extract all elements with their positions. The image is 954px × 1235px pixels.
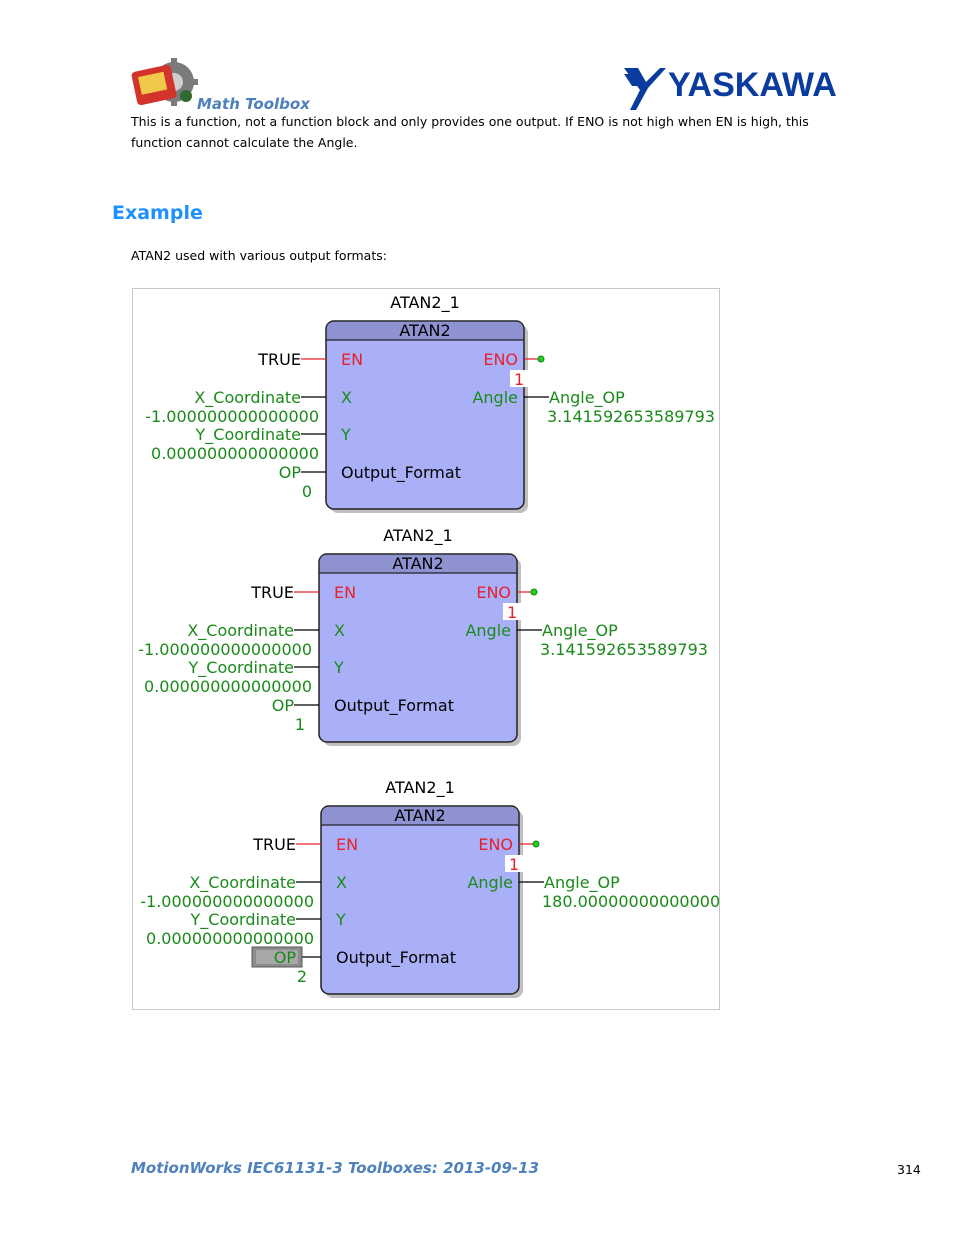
pin-angle: Angle xyxy=(472,388,518,407)
pin-output-format: Output_Format xyxy=(336,948,456,968)
section-title: Math Toolbox xyxy=(197,95,310,113)
pin-output-format: Output_Format xyxy=(334,696,454,716)
op-selection-inner xyxy=(256,950,298,964)
pin-angle: Angle xyxy=(467,873,513,892)
pin-y: Y xyxy=(340,425,351,444)
intro-paragraph: This is a function, not a function block… xyxy=(131,111,831,153)
eno-status-dot xyxy=(532,840,540,848)
eno-count-box xyxy=(505,855,523,872)
eno-status-dot xyxy=(537,355,545,363)
block-type: ATAN2 xyxy=(392,554,443,573)
block-header xyxy=(322,807,518,825)
input-op-value: 1 xyxy=(295,715,305,734)
eno-status-dot xyxy=(530,588,538,596)
pin-eno: ENO xyxy=(478,835,513,854)
atan2-diagrams: ATAN2_1ATAN2ENTRUEXX_Coordinate-1.000000… xyxy=(138,293,721,998)
output-angle-variable: Angle_OP xyxy=(542,621,618,641)
pin-eno: ENO xyxy=(476,583,511,602)
output-angle-value: 180.000000000000000 xyxy=(542,892,721,911)
pin-en: EN xyxy=(341,350,363,369)
input-op-variable: OP xyxy=(274,948,297,967)
example-caption: ATAN2 used with various output formats: xyxy=(131,248,387,263)
input-x-variable: X_Coordinate xyxy=(194,388,301,408)
output-angle-value: 3.141592653589793 xyxy=(540,640,708,659)
input-x-value: -1.000000000000000 xyxy=(145,407,319,426)
instance-name: ATAN2_1 xyxy=(385,778,455,798)
input-op-variable: OP xyxy=(272,696,295,715)
example-heading: Example xyxy=(112,202,203,224)
output-angle-variable: Angle_OP xyxy=(544,873,620,893)
input-y-value: 0.000000000000000 xyxy=(151,444,319,463)
function-block xyxy=(325,320,525,510)
brand-wordmark: YASKAWA xyxy=(668,66,837,104)
input-en-value: TRUE xyxy=(257,350,301,369)
block-type: ATAN2 xyxy=(394,806,445,825)
input-y-variable: Y_Coordinate xyxy=(195,425,301,445)
input-en-value: TRUE xyxy=(250,583,294,602)
toolbox-logo xyxy=(130,56,200,112)
input-op-variable: OP xyxy=(279,463,302,482)
page-number: 314 xyxy=(897,1162,921,1177)
pin-y: Y xyxy=(333,658,344,677)
input-x-value: -1.000000000000000 xyxy=(138,640,312,659)
yaskawa-logo: YASKAWA xyxy=(622,66,844,112)
output-angle-variable: Angle_OP xyxy=(549,388,625,408)
function-block xyxy=(318,553,518,743)
input-y-value: 0.000000000000000 xyxy=(146,929,314,948)
input-x-variable: X_Coordinate xyxy=(189,873,296,893)
output-angle-value: 3.141592653589793 xyxy=(547,407,715,426)
eno-count-box xyxy=(503,603,521,620)
function-block xyxy=(320,805,520,995)
intro-line: function cannot calculate the Angle. xyxy=(131,135,358,150)
input-y-value: 0.000000000000000 xyxy=(144,677,312,696)
pin-output-format: Output_Format xyxy=(341,463,461,483)
input-y-variable: Y_Coordinate xyxy=(188,658,294,678)
pin-en: EN xyxy=(334,583,356,602)
block-header xyxy=(327,322,523,340)
eno-count-box xyxy=(510,370,528,387)
pin-y: Y xyxy=(335,910,346,929)
eno-count: 1 xyxy=(507,603,517,622)
input-x-value: -1.000000000000000 xyxy=(140,892,314,911)
pin-angle: Angle xyxy=(465,621,511,640)
input-x-variable: X_Coordinate xyxy=(187,621,294,641)
pin-en: EN xyxy=(336,835,358,854)
pin-x: X xyxy=(336,873,347,892)
input-op-value: 0 xyxy=(302,482,312,501)
input-y-variable: Y_Coordinate xyxy=(190,910,296,930)
footer-title: MotionWorks IEC61131-3 Toolboxes: 2013-0… xyxy=(131,1159,540,1177)
eno-count: 1 xyxy=(509,855,519,874)
input-op-value: 2 xyxy=(297,967,307,986)
input-en-value: TRUE xyxy=(252,835,296,854)
eno-count: 1 xyxy=(514,370,524,389)
pin-x: X xyxy=(334,621,345,640)
block-type: ATAN2 xyxy=(399,321,450,340)
instance-name: ATAN2_1 xyxy=(383,526,453,546)
pin-eno: ENO xyxy=(483,350,518,369)
block-header xyxy=(320,555,516,573)
pin-x: X xyxy=(341,388,352,407)
instance-name: ATAN2_1 xyxy=(390,293,460,313)
intro-line: This is a function, not a function block… xyxy=(131,114,809,129)
